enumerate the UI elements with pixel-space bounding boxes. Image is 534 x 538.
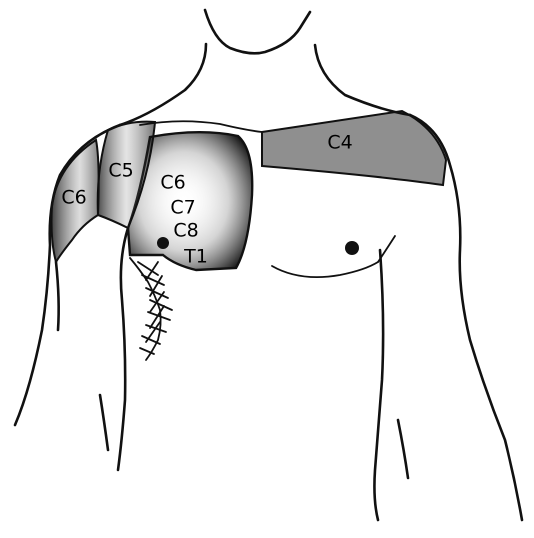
label-c7: C7 [170, 197, 195, 219]
axilla-hatching [130, 258, 172, 360]
label-c8: C8 [173, 220, 198, 242]
label-c5: C5 [108, 160, 133, 182]
right-nipple-dot [157, 237, 169, 249]
body-outline [15, 10, 522, 520]
label-c6-shoulder: C6 [61, 187, 86, 209]
label-c6-chest: C6 [160, 172, 185, 194]
label-t1: T1 [183, 246, 208, 268]
label-c4: C4 [327, 132, 352, 154]
left-nipple-dot [345, 241, 359, 255]
c4-region [262, 111, 446, 185]
